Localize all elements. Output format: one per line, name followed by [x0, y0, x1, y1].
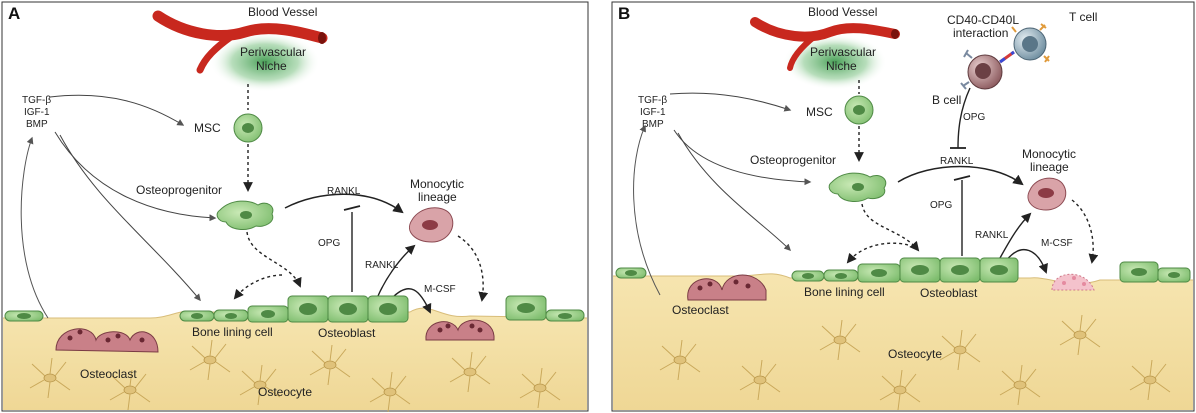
osteocyte-label-b: Osteocyte [888, 347, 942, 361]
osteoblast-label: Osteoblast [318, 326, 376, 340]
bone-surface-cells-b [615, 257, 1191, 283]
factor-igf1-b: IGF-1 [640, 107, 666, 118]
panel-b-letter: B [618, 4, 630, 23]
osteoblast-label-b: Osteoblast [920, 286, 978, 300]
osteoprogenitor-label: Osteoprogenitor [136, 183, 222, 197]
t-cell [1011, 23, 1050, 63]
perivascular-niche-glow [210, 32, 320, 92]
mcsf-label-b: M-CSF [1041, 238, 1073, 249]
msc-label: MSC [194, 121, 221, 135]
niche-label-line1-b: Perivascular [810, 45, 876, 59]
panel-a-letter: A [8, 4, 20, 23]
panel-a-border [1, 1, 589, 412]
blood-vessel-b [750, 17, 900, 90]
niche-label-line1: Perivascular [240, 45, 306, 59]
cd40-label-line2: interaction [953, 26, 1008, 40]
rankl-side-label: RANKL [365, 260, 399, 271]
bone-lining-cell-label-b: Bone lining cell [804, 285, 885, 299]
factor-tgfb: TGF-β [22, 95, 51, 106]
monocytic-label-line1: Monocytic [410, 177, 464, 191]
osteoclast-label-b: Osteoclast [672, 303, 729, 317]
osteoclast-label: Osteoclast [80, 367, 137, 381]
bone-surface-cells [4, 295, 585, 323]
osteoclast-cells [55, 319, 495, 353]
osteoclast-cells-b [687, 273, 1095, 301]
factor-tgfb-b: TGF-β [638, 95, 667, 106]
opg-label: OPG [318, 238, 340, 249]
niche-label-line2: Niche [256, 59, 287, 73]
rankl-top-label: RANKL [327, 186, 361, 197]
panel-b-border [611, 1, 1195, 412]
factor-bmp: BMP [26, 119, 48, 130]
blood-vessel [152, 10, 328, 92]
b-cell-label: B cell [932, 93, 961, 107]
osteoprogenitor-label-b: Osteoprogenitor [750, 153, 836, 167]
osteocyte-label: Osteocyte [258, 385, 312, 399]
panel-a: A Blood Vessel Perivascular Niche TGF-β … [1, 1, 589, 413]
opg-mid-label-b: OPG [930, 200, 952, 211]
t-cell-label: T cell [1069, 10, 1097, 24]
rankl-top-label-b: RANKL [940, 156, 974, 167]
bone-lining-cell-label: Bone lining cell [192, 325, 273, 339]
mcsf-label: M-CSF [424, 284, 456, 295]
monocytic-label-line2-b: lineage [1030, 160, 1069, 174]
blood-vessel-label: Blood Vessel [248, 5, 317, 19]
panel-b: B Blood Vessel Perivascular Niche CD40-C… [611, 1, 1195, 412]
rankl-side-label-b: RANKL [975, 230, 1009, 241]
factor-bmp-b: BMP [642, 119, 664, 130]
blood-vessel-label-b: Blood Vessel [808, 5, 877, 19]
opg-top-label: OPG [963, 112, 985, 123]
niche-label-line2-b: Niche [826, 59, 857, 73]
b-cell [960, 49, 1003, 90]
monocytic-label-line1-b: Monocytic [1022, 147, 1076, 161]
factor-igf1: IGF-1 [24, 107, 50, 118]
cd40-label-line1: CD40-CD40L [947, 13, 1019, 27]
monocytic-label-line2: lineage [418, 190, 457, 204]
msc-label-b: MSC [806, 105, 833, 119]
